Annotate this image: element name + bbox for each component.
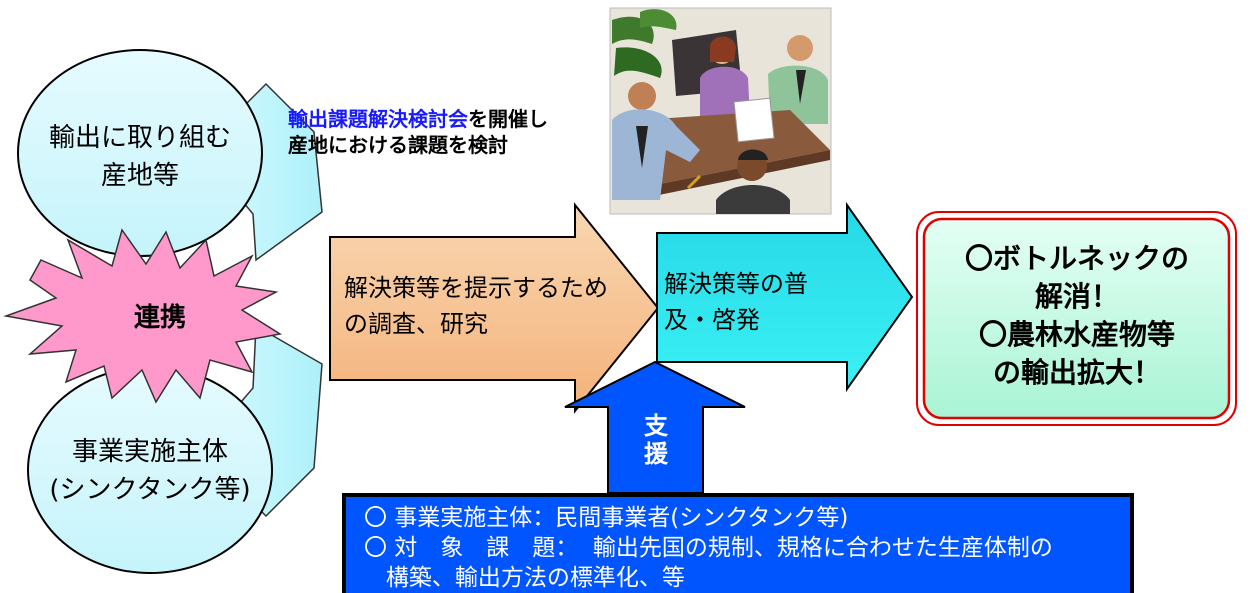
spread-arrow — [656, 201, 914, 393]
ellipse-implementing-body-text: 事業実施主体 (シンクタンク等) — [40, 433, 260, 509]
meeting-heading-line1: 輸出課題解決検討会を開催し — [288, 106, 548, 132]
result-line2: 解消！ — [1034, 280, 1119, 313]
result-line1: 〇ボトルネックの — [964, 242, 1189, 275]
research-arrow — [329, 202, 660, 414]
spread-arrow-text: 解決策等の普 及・啓発 — [664, 266, 854, 338]
meeting-heading-line2: 産地における課題を検討 — [288, 133, 508, 157]
meeting-heading-highlight: 輸出課題解決検討会 — [288, 107, 468, 131]
cooperation-label: 連携 — [133, 303, 186, 333]
ellipse-top-line1: 輸出に取り組む — [48, 123, 231, 153]
result-line3: 〇農林水産物等 — [978, 318, 1175, 351]
meeting-clipart-icon — [609, 7, 832, 215]
info-line-target-issues: 〇 対 象 課 題： 輸出先国の規制、規格に合わせた生産体制の — [364, 535, 1053, 561]
meeting-heading: 輸出課題解決検討会を開催し 産地における課題を検討 — [288, 106, 548, 158]
research-arrow-text: 解決策等を提示するため の調査、研究 — [344, 270, 644, 342]
ellipse-top-line2: 産地等 — [100, 161, 179, 191]
support-label: 支 援 — [634, 412, 678, 468]
result-box — [922, 217, 1231, 420]
meeting-heading-rest: を開催し — [468, 107, 548, 131]
research-line2: の調査、研究 — [344, 310, 488, 338]
result-line4: の輸出拡大！ — [992, 356, 1161, 389]
ellipse-bottom-line2: (シンクタンク等) — [49, 475, 251, 505]
result-text: 〇ボトルネックの 解消！ 〇農林水産物等 の輸出拡大！ — [930, 240, 1224, 392]
ellipse-producing-area-text: 輸出に取り組む 産地等 — [30, 119, 250, 195]
cooperation-burst — [3, 228, 283, 404]
support-arrow — [564, 360, 746, 494]
support-char2: 援 — [644, 440, 668, 468]
support-char1: 支 — [644, 412, 668, 440]
research-line1: 解決策等を提示するため — [344, 274, 608, 302]
ellipse-bottom-line1: 事業実施主体 — [71, 437, 228, 467]
info-line-target-issues-cont: 構築、輸出方法の標準化、等 — [364, 565, 685, 591]
project-info-box: 〇 事業実施主体：民間事業者(シンクタンク等) 〇 対 象 課 題： 輸出先国の… — [342, 493, 1134, 593]
spread-line1: 解決策等の普 — [664, 270, 808, 298]
info-line-implementing-body: 〇 事業実施主体：民間事業者(シンクタンク等) — [364, 505, 849, 531]
spread-line2: 及・啓発 — [664, 306, 760, 334]
